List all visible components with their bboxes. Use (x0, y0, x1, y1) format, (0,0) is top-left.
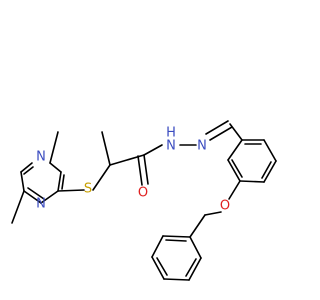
atom-n-imine: N (197, 139, 207, 154)
bond (231, 159, 243, 178)
atom-o-ether: O (220, 199, 230, 214)
bond (209, 126, 233, 141)
atom-labels: N N S O N H N O (36, 126, 230, 214)
bond (185, 258, 197, 277)
bond (57, 189, 85, 192)
bond (61, 174, 65, 190)
bond (49, 162, 62, 173)
phenylene-ring (227, 139, 277, 183)
atom-o-carbonyl: O (138, 186, 148, 201)
bond (151, 235, 164, 258)
bond (40, 190, 59, 204)
atom-n1: N (36, 150, 46, 165)
bond (20, 162, 33, 173)
bond (49, 131, 59, 164)
bond (143, 154, 149, 185)
bond (263, 139, 277, 162)
bond (23, 166, 34, 175)
bond (57, 171, 62, 192)
bond (137, 155, 143, 186)
bond (20, 171, 25, 192)
bond (156, 257, 168, 276)
bond (227, 139, 243, 161)
bond (162, 235, 191, 238)
bond (165, 239, 187, 242)
bond (228, 180, 241, 200)
bond (23, 190, 42, 204)
atom-h: H (166, 126, 176, 141)
phenyl-ring (151, 235, 202, 281)
bond (27, 187, 45, 200)
molecule-canvas: N N S O N H N O (11, 120, 277, 281)
bond (101, 131, 111, 166)
bond (143, 144, 163, 156)
atom-nh: N (166, 139, 176, 154)
bond (261, 161, 272, 179)
atom-n2: N (36, 197, 46, 212)
bond (189, 214, 206, 238)
bond (204, 211, 222, 216)
bond (229, 123, 243, 141)
bond (151, 256, 165, 280)
pyrimidine-ring (20, 162, 65, 204)
bond (227, 159, 241, 182)
bond (92, 164, 111, 191)
bond (263, 160, 277, 183)
bond (205, 120, 229, 135)
atom-s: S (84, 182, 92, 197)
bond (11, 190, 25, 224)
bond (188, 257, 202, 281)
bond (189, 236, 202, 259)
structure-diagram: N N S O N H N O (11, 120, 277, 281)
bond (239, 180, 265, 183)
bond (163, 278, 190, 281)
